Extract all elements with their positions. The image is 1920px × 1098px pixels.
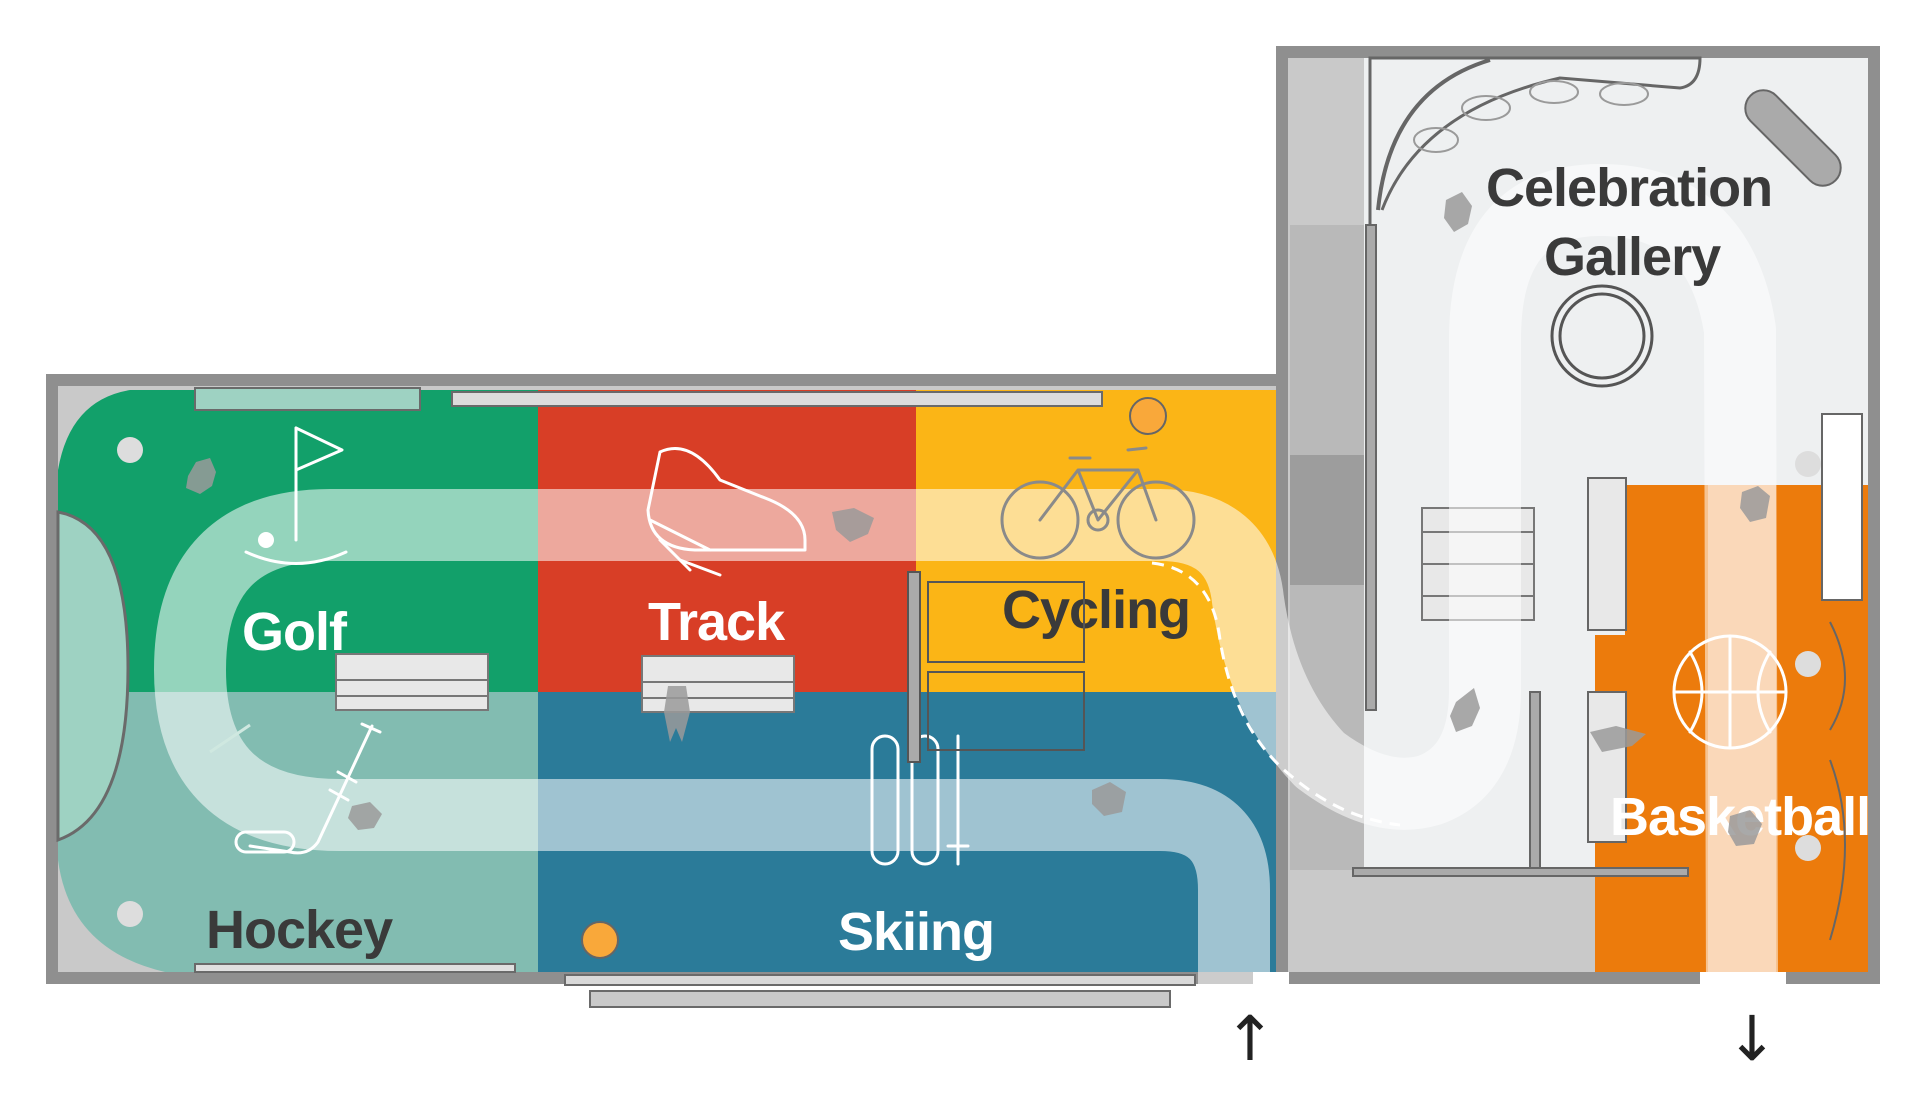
golf-flag-icon (244, 426, 348, 565)
trophy-pedestal (1558, 292, 1646, 380)
visitor-figure (348, 802, 382, 830)
celebration-label-line2: Gallery (1544, 227, 1721, 287)
rail (589, 990, 1171, 1008)
visitor-figure (1728, 810, 1762, 846)
visitor-figure (1450, 688, 1480, 732)
gallery-curve-wall (1376, 58, 1491, 211)
visitor-figure (832, 508, 874, 542)
visitor-figure (664, 686, 690, 742)
trophy-pedestal (1550, 284, 1654, 388)
visitor-figure (186, 458, 216, 494)
marker-dot (117, 437, 143, 463)
display-wall (1587, 691, 1627, 843)
visitor-figure (1444, 192, 1472, 232)
corridor-panel (1290, 455, 1364, 585)
exit-arrow: ↓ (1726, 1002, 1778, 1075)
bench (641, 655, 795, 713)
gallery-bench (1744, 89, 1842, 187)
visitor-figure (1740, 486, 1770, 522)
hockey-label: Hockey (206, 900, 393, 960)
visitor-figure (1092, 782, 1126, 816)
display-wall (1821, 413, 1863, 601)
bench (335, 653, 489, 711)
marker-dot (1795, 451, 1821, 477)
display-case (1599, 82, 1649, 106)
marker-dot (1795, 651, 1821, 677)
display-case (1413, 127, 1459, 153)
rail (194, 963, 516, 973)
running-shoe-icon (646, 447, 807, 577)
rail (564, 974, 1196, 986)
inner-wall (1529, 691, 1541, 869)
skis-icon (870, 734, 970, 866)
hockey-crease (56, 510, 130, 843)
accent-dot (1129, 397, 1167, 435)
display-case (1461, 95, 1511, 121)
visitor-path (154, 164, 1778, 986)
display-wall (1587, 477, 1627, 631)
path-divider (209, 723, 251, 754)
cycling-label: Cycling (1002, 580, 1190, 640)
hockey-stick-icon (234, 722, 382, 855)
marker-dot (1795, 835, 1821, 861)
skiing-label: Skiing (838, 902, 994, 962)
court-line (1829, 621, 1846, 941)
golf-label: Golf (242, 602, 348, 662)
visitor-figure (1590, 726, 1646, 752)
bicycle-icon (1000, 446, 1196, 560)
window-strip (194, 387, 421, 411)
inner-wall (1365, 224, 1377, 711)
display-frame (927, 581, 1085, 663)
divider-wall (907, 571, 921, 763)
inner-wall (1352, 867, 1689, 877)
display-case (1529, 80, 1579, 104)
display-frame (927, 671, 1085, 751)
entrance-arrow: ↑ (1224, 1002, 1276, 1075)
marker-dot (117, 901, 143, 927)
track-label: Track (648, 592, 786, 652)
window-strip (451, 391, 1103, 407)
path-edge (1151, 561, 1401, 827)
basketball-icon (1672, 634, 1788, 750)
accent-dot (581, 921, 619, 959)
celebration-label-line1: Celebration (1486, 158, 1772, 218)
